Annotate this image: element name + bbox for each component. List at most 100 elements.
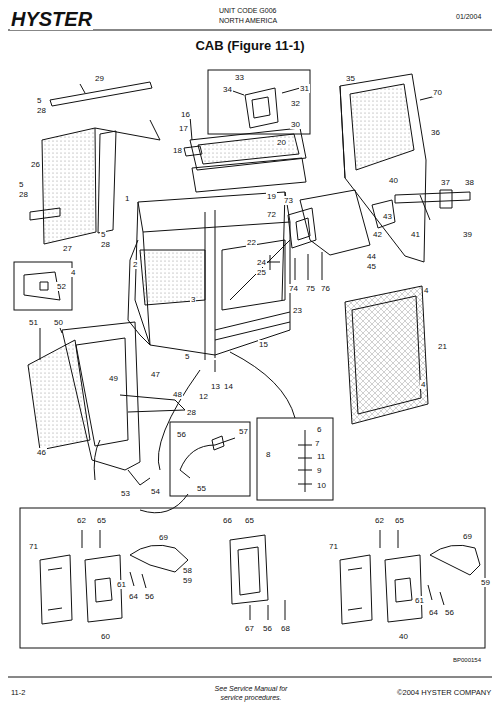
callout-number: 44 <box>366 252 377 261</box>
callout-number: 5 <box>36 96 42 105</box>
callout-number: 4 <box>423 286 429 295</box>
callout-number: 61 <box>414 596 425 605</box>
callout-number: 74 <box>288 284 299 293</box>
drawing-number: BP000154 <box>452 656 482 665</box>
callout-number: 53 <box>120 489 131 498</box>
callout-number: 65 <box>96 516 107 525</box>
callout-number: 54 <box>150 487 161 496</box>
callout-number: 52 <box>56 282 67 291</box>
callout-number: 69 <box>462 532 473 541</box>
callout-number: 59 <box>182 576 193 585</box>
callout-number: 59 <box>480 578 491 587</box>
callout-number: 40 <box>388 176 399 185</box>
callout-number: 28 <box>36 106 47 115</box>
callout-number: 10 <box>316 481 327 490</box>
callout-number: 56 <box>262 624 273 633</box>
callout-number: 16 <box>180 110 191 119</box>
figure-title: CAB (Figure 11-1) <box>0 38 500 53</box>
callout-number: 25 <box>256 268 267 277</box>
callout-number: 56 <box>144 592 155 601</box>
callout-number: 23 <box>292 306 303 315</box>
footer-text: See Service Manual for service procedure… <box>202 684 300 702</box>
callout-number: 5 <box>184 352 190 361</box>
callout-number: 71 <box>328 542 339 551</box>
callout-number: 76 <box>320 284 331 293</box>
callout-number: 47 <box>150 370 161 379</box>
callout-number: 8 <box>265 450 271 459</box>
callout-number: 5 <box>100 230 106 239</box>
footer-text: ©2004 HYSTER COMPANY <box>396 688 492 697</box>
callout-number: 2 <box>132 260 138 269</box>
callout-number: 12 <box>198 392 209 401</box>
header-text: NORTH AMERICA <box>218 16 278 25</box>
callout-number: 62 <box>76 516 87 525</box>
callout-number: 28 <box>186 408 197 417</box>
callout-number: 50 <box>53 318 64 327</box>
callout-number: 46 <box>36 448 47 457</box>
header-text: 01/2004 <box>455 12 482 21</box>
callout-number: 39 <box>462 230 473 239</box>
callout-number: 4 <box>420 380 426 389</box>
callout-number: 49 <box>108 374 119 383</box>
callout-number: 31 <box>299 84 310 93</box>
callout-number: 56 <box>444 608 455 617</box>
callout-number: 37 <box>440 178 451 187</box>
callout-number: 28 <box>100 240 111 249</box>
header-text: UNIT CODE G006 <box>218 6 277 15</box>
callout-number: 43 <box>382 212 393 221</box>
callout-number: 22 <box>246 238 257 247</box>
callout-number: 65 <box>244 516 255 525</box>
callout-number: 7 <box>314 439 320 448</box>
callout-number: 57 <box>238 427 249 436</box>
callout-number: 28 <box>18 190 29 199</box>
callout-number: 35 <box>345 74 356 83</box>
callout-number: 14 <box>223 382 234 391</box>
callout-number: 6 <box>316 425 322 434</box>
callout-number: 51 <box>28 318 39 327</box>
callout-number: 58 <box>182 566 193 575</box>
brand-logo: HYSTER <box>10 8 93 30</box>
callout-number: 4 <box>70 268 76 277</box>
callout-number: 15 <box>258 340 269 349</box>
footer-text: 11-2 <box>10 688 26 697</box>
callout-number: 40 <box>398 632 409 641</box>
callout-number: 61 <box>116 580 127 589</box>
callout-number: 33 <box>234 73 245 82</box>
callout-number: 55 <box>196 484 207 493</box>
callout-number: 48 <box>172 390 183 399</box>
callout-number: 21 <box>437 342 448 351</box>
callout-number: 17 <box>178 124 189 133</box>
callout-number: 32 <box>290 99 301 108</box>
callout-number: 75 <box>305 284 316 293</box>
callout-number: 30 <box>290 120 301 129</box>
callout-number: 45 <box>366 262 377 271</box>
callout-number: 3 <box>190 295 196 304</box>
callout-number: 42 <box>372 230 383 239</box>
callout-number: 68 <box>280 624 291 633</box>
callout-number: 67 <box>244 624 255 633</box>
callout-number: 73 <box>283 196 294 205</box>
callout-number: 71 <box>28 542 39 551</box>
callout-number: 66 <box>222 516 233 525</box>
callout-number: 64 <box>428 608 439 617</box>
callout-number: 34 <box>222 85 233 94</box>
callout-number: 60 <box>100 632 111 641</box>
callout-number: 9 <box>316 466 322 475</box>
callout-number: 41 <box>410 230 421 239</box>
callout-number: 1 <box>124 194 130 203</box>
callout-number: 72 <box>266 210 277 219</box>
callout-number: 13 <box>210 382 221 391</box>
callout-number: 20 <box>276 138 287 147</box>
callout-number: 24 <box>256 258 267 267</box>
callout-number: 69 <box>158 533 169 542</box>
callout-number: 11 <box>316 452 326 461</box>
callout-number: 27 <box>62 244 73 253</box>
callout-number: 65 <box>394 516 405 525</box>
callout-number: 70 <box>432 88 443 97</box>
callout-number: 38 <box>464 178 475 187</box>
callout-number: 26 <box>30 160 41 169</box>
callout-number: 64 <box>128 592 139 601</box>
callout-number: 56 <box>176 430 187 439</box>
callout-number: 5 <box>18 180 24 189</box>
